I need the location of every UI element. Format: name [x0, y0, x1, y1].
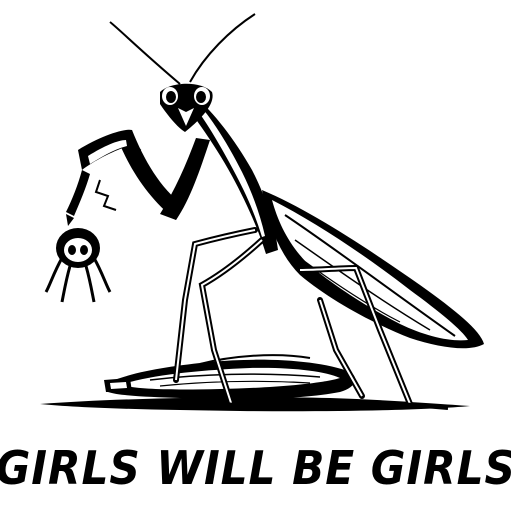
mantis-foreleg	[66, 129, 210, 220]
ground-shadow	[40, 397, 470, 412]
fallen-mantis	[104, 354, 356, 400]
caption-text: GIRLS WILL BE GIRLS	[0, 440, 511, 495]
prey-insect	[44, 214, 112, 303]
caption: GIRLS WILL BE GIRLS	[0, 430, 511, 505]
mantis-legs	[173, 227, 449, 410]
mantis-head	[109, 13, 256, 132]
mantis-body	[188, 98, 484, 349]
mantis-illustration	[40, 13, 484, 412]
